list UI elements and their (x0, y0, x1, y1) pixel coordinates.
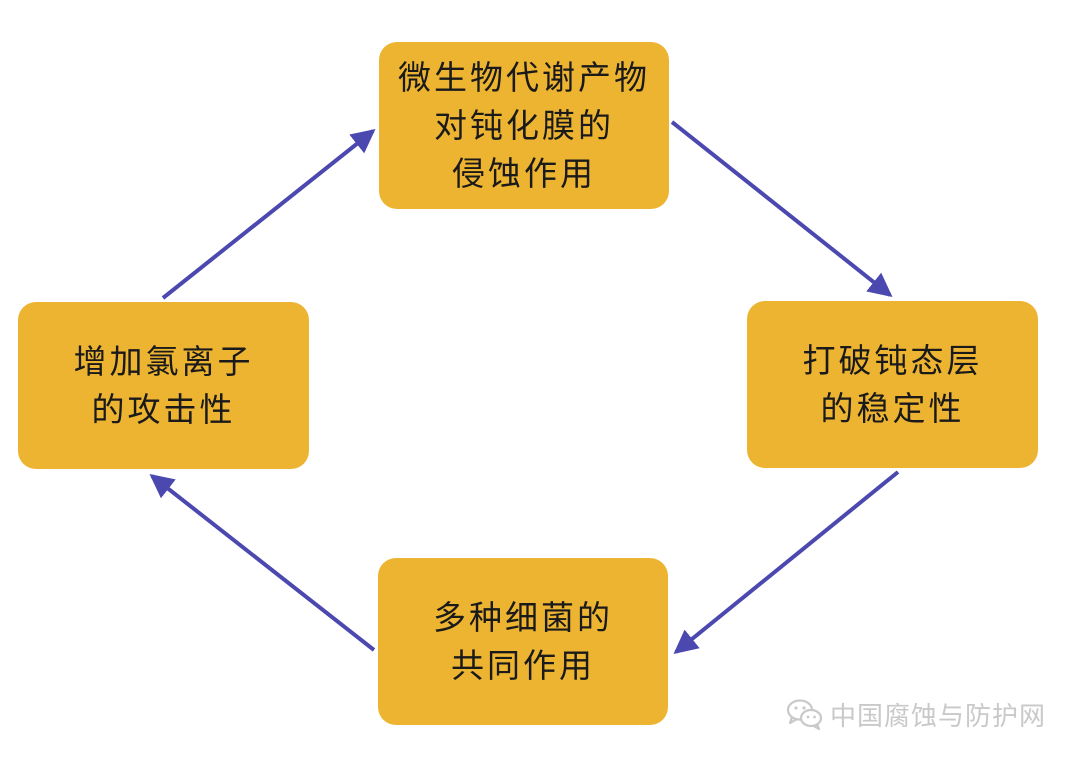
arrow-right-to-bottom (673, 470, 900, 655)
node-text-line: 多种细菌的 (433, 597, 613, 637)
node-text-line: 对钝化膜的 (434, 105, 614, 145)
wechat-icon (786, 698, 824, 730)
arrow-bottom-to-left (149, 474, 376, 652)
node-text-line: 的稳定性 (820, 388, 965, 428)
node-text-line: 的攻击性 (91, 389, 236, 429)
arrow-left-to-top (161, 129, 376, 300)
arrow-top-to-right (670, 120, 893, 297)
node-text-line: 微生物代谢产物 (398, 57, 650, 97)
node-chloride-attack: 增加氯离子 的攻击性 (18, 302, 309, 469)
node-text-line: 共同作用 (451, 645, 595, 685)
node-text-line: 增加氯离子 (73, 341, 254, 381)
node-bacteria-synergy: 多种细菌的 共同作用 (378, 558, 668, 725)
watermark: 中国腐蚀与防护网 (786, 694, 1046, 734)
node-break-passive-layer: 打破钝态层 的稳定性 (747, 301, 1038, 468)
node-text-line: 侵蚀作用 (452, 153, 596, 193)
node-text-line: 打破钝态层 (802, 340, 983, 380)
node-microbial-metabolites: 微生物代谢产物 对钝化膜的 侵蚀作用 (379, 42, 669, 209)
watermark-text: 中国腐蚀与防护网 (830, 701, 1047, 732)
